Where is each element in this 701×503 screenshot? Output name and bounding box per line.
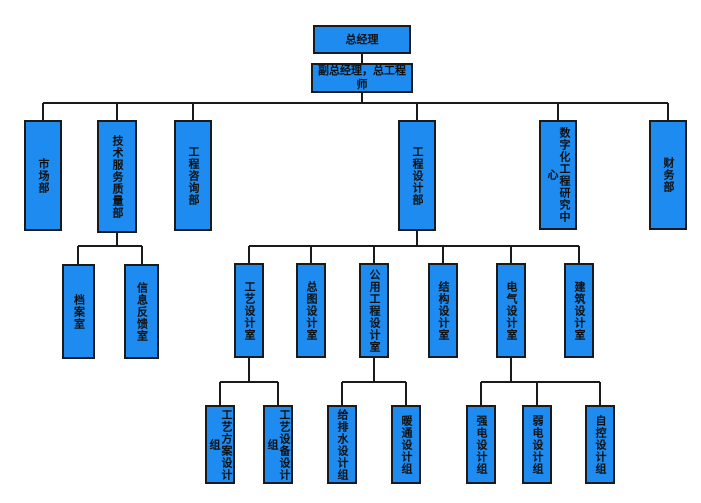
node-electric-room: 电气设计室: [496, 263, 526, 358]
node-finance-dept: 财务部: [649, 120, 687, 230]
node-tech-service-dept: 技术服务质量部: [97, 120, 137, 233]
node-structure-room: 结构设计室: [428, 263, 458, 358]
node-process-design-room: 工艺设计室: [234, 263, 264, 358]
node-design-dept: 工程设计部: [398, 120, 436, 231]
node-strong-current-group: 强电设计组: [466, 405, 496, 484]
node-general-plan-room: 总图设计室: [296, 263, 326, 358]
node-consulting-dept: 工程咨询部: [174, 120, 212, 231]
node-archive-room: 档案室: [62, 264, 95, 359]
node-process-scheme-group: 工艺方案设计组: [205, 405, 235, 484]
node-market-dept: 市场部: [24, 120, 62, 231]
node-general-manager: 总经理: [313, 25, 411, 54]
node-weak-current-group: 弱电设计组: [522, 405, 552, 484]
node-deputy-general-manager: 副总经理，总工程师: [311, 63, 413, 93]
node-hvac-group: 暖通设计组: [391, 405, 421, 484]
node-feedback-room: 信息反馈室: [124, 264, 159, 359]
node-public-engineering-room: 公用工程设计室: [359, 263, 389, 358]
node-digital-research-center: 数字化工程研究中心: [539, 120, 577, 230]
node-auto-control-group: 自控设计组: [585, 405, 615, 484]
node-process-equipment-group: 工艺设备设计组: [263, 405, 293, 484]
node-architecture-room: 建筑设计室: [564, 263, 594, 358]
node-water-drainage-group: 给排水设计组: [327, 405, 357, 484]
